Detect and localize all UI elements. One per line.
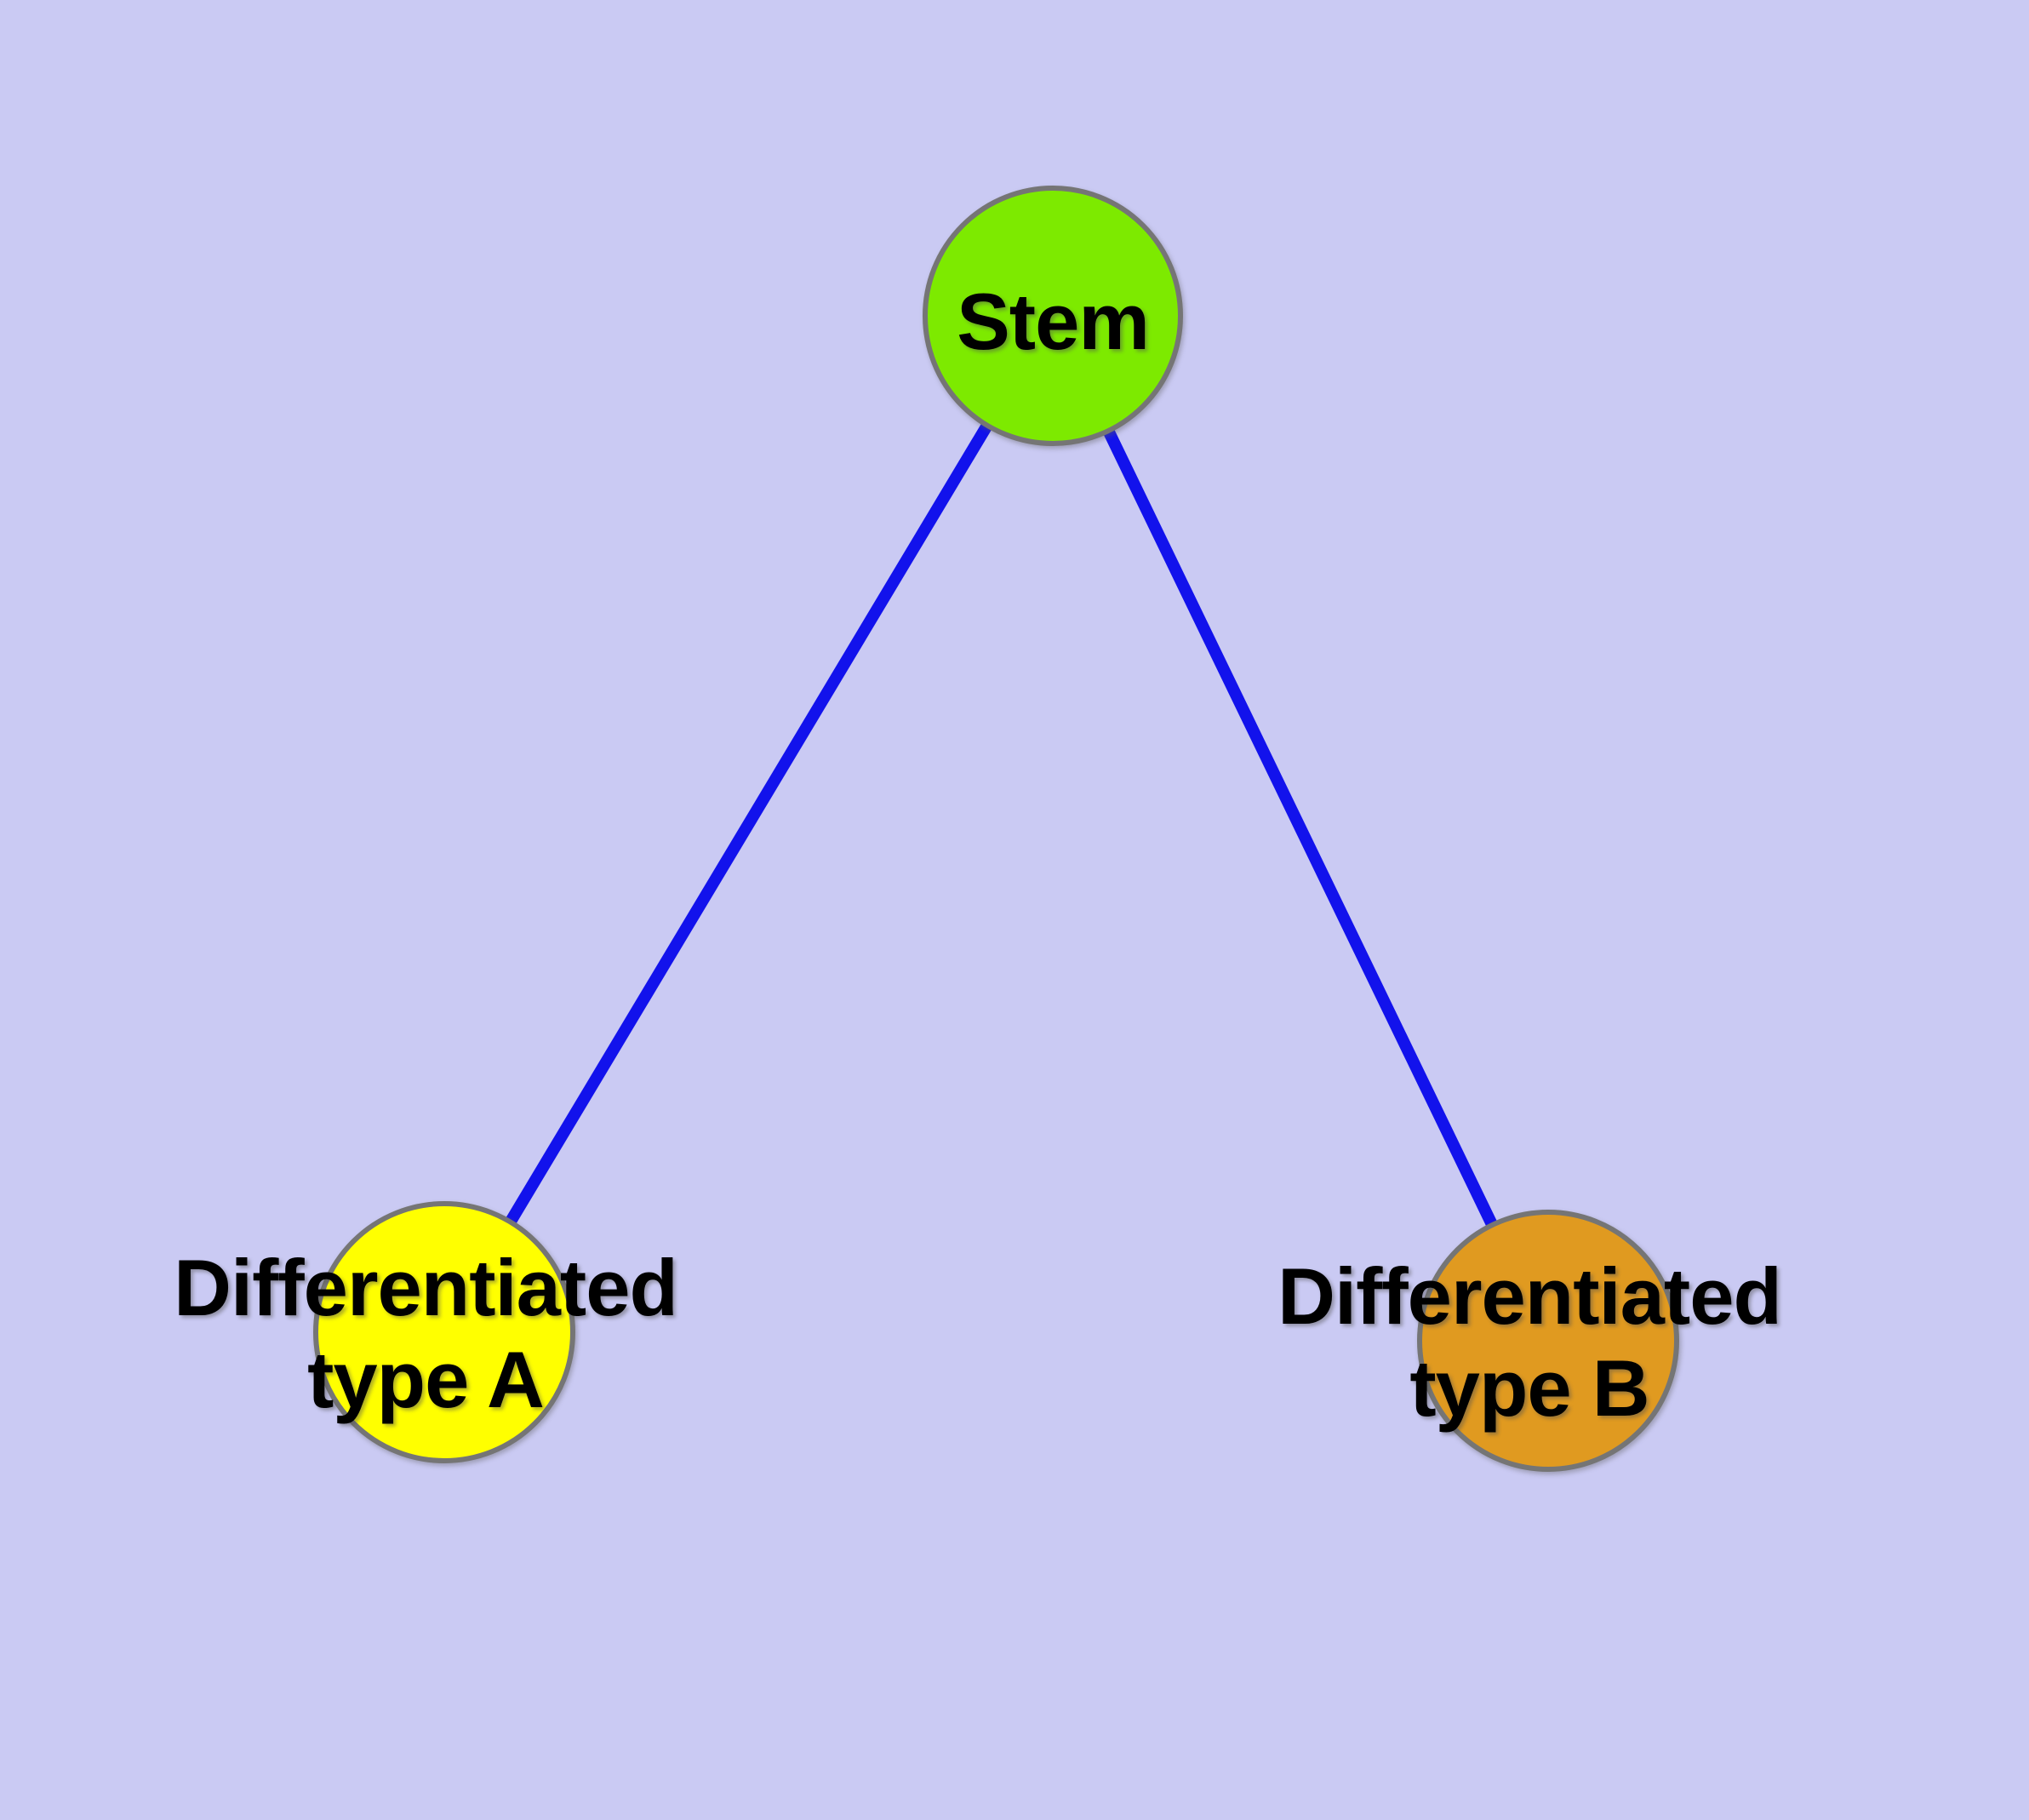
node-differentiated-type-b[interactable]: Differentiated type B bbox=[1277, 1210, 1782, 1472]
node-differentiated-type-a[interactable]: Differentiated type A bbox=[174, 1201, 678, 1463]
stem-node-label: Stem bbox=[957, 277, 1149, 366]
type-b-node-circle[interactable] bbox=[1417, 1210, 1679, 1472]
type-a-node-label-line1: Differentiated bbox=[174, 1243, 677, 1332]
stem-node-circle[interactable] bbox=[923, 186, 1183, 446]
edge-stem-to-type-b bbox=[1047, 312, 1554, 1344]
node-stem[interactable]: Stem bbox=[923, 186, 1183, 446]
type-b-node-label-line2: type B bbox=[1409, 1343, 1649, 1433]
type-a-node-circle[interactable] bbox=[313, 1201, 575, 1463]
edges bbox=[438, 312, 1554, 1344]
type-b-node-label-line1: Differentiated bbox=[1277, 1251, 1781, 1341]
edge-stem-to-type-a bbox=[438, 312, 1059, 1336]
type-a-node-label-line2: type A bbox=[307, 1335, 544, 1424]
